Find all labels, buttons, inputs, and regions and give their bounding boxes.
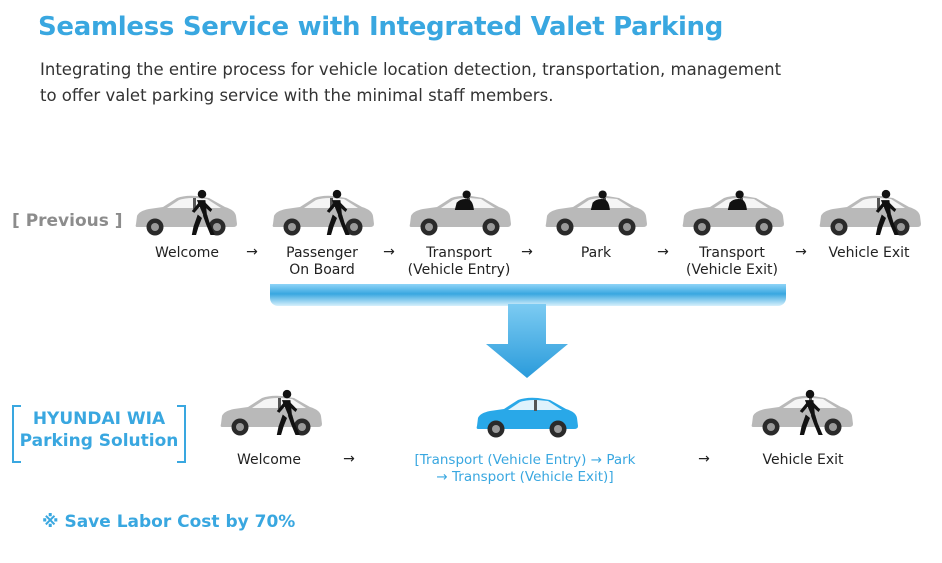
- solution-label-line-2: Parking Solution: [19, 431, 179, 451]
- previous-step-park: Park: [580, 245, 612, 261]
- solution-step-automated-transport: [Transport (Vehicle Entry) → Park: [414, 452, 636, 468]
- arrow-right-icon: →: [246, 244, 258, 260]
- subtitle-line-2: to offer valet parking service with the …: [40, 86, 554, 105]
- previous-step-transport-vehicle-entry: Transport(Vehicle Entry): [407, 245, 511, 278]
- previous-process-label: [ Previous ]: [12, 211, 123, 231]
- solution-step-welcome: Welcome: [236, 452, 302, 468]
- blue-car-icon: [474, 394, 580, 440]
- car-with-person-walking-icon: [270, 186, 376, 238]
- arrow-right-icon: →: [657, 244, 669, 260]
- bracket-right: [177, 405, 186, 463]
- solution-step-vehicle-exit: Vehicle Exit: [762, 452, 844, 468]
- hyundai-wia-solution-label: HYUNDAI WIA Parking Solution: [12, 405, 186, 463]
- car-with-driver-icon: [680, 186, 786, 238]
- car-with-driver-icon: [407, 186, 513, 238]
- bracket-left: [12, 405, 21, 463]
- car-with-person-walking-icon: [749, 386, 855, 438]
- arrow-right-icon: →: [795, 244, 807, 260]
- previous-step-transport-vehicle-exit: Transport(Vehicle Exit): [686, 245, 778, 278]
- car-with-person-walking-icon: [133, 186, 239, 238]
- previous-step-welcome: Welcome: [154, 245, 220, 261]
- arrow-right-icon: →: [343, 451, 355, 467]
- subtitle-line-1: Integrating the entire process for vehic…: [40, 60, 782, 79]
- car-with-driver-icon: [543, 186, 649, 238]
- arrow-right-icon: →: [698, 451, 710, 467]
- arrow-right-icon: →: [383, 244, 395, 260]
- arrow-down-icon: [486, 304, 568, 382]
- car-with-person-walking-icon: [817, 186, 923, 238]
- car-with-person-walking-icon: [218, 386, 324, 438]
- labor-cost-footnote: ※ Save Labor Cost by 70%: [42, 512, 296, 532]
- process-merge-bar: [270, 284, 786, 306]
- arrow-right-icon: →: [521, 244, 533, 260]
- solution-step-automated-transport-cont: → Transport (Vehicle Exit)]: [436, 469, 614, 485]
- solution-label-line-1: HYUNDAI WIA: [32, 409, 166, 429]
- previous-step-vehicle-exit: Vehicle Exit: [828, 245, 910, 261]
- page-title: Seamless Service with Integrated Valet P…: [38, 12, 724, 42]
